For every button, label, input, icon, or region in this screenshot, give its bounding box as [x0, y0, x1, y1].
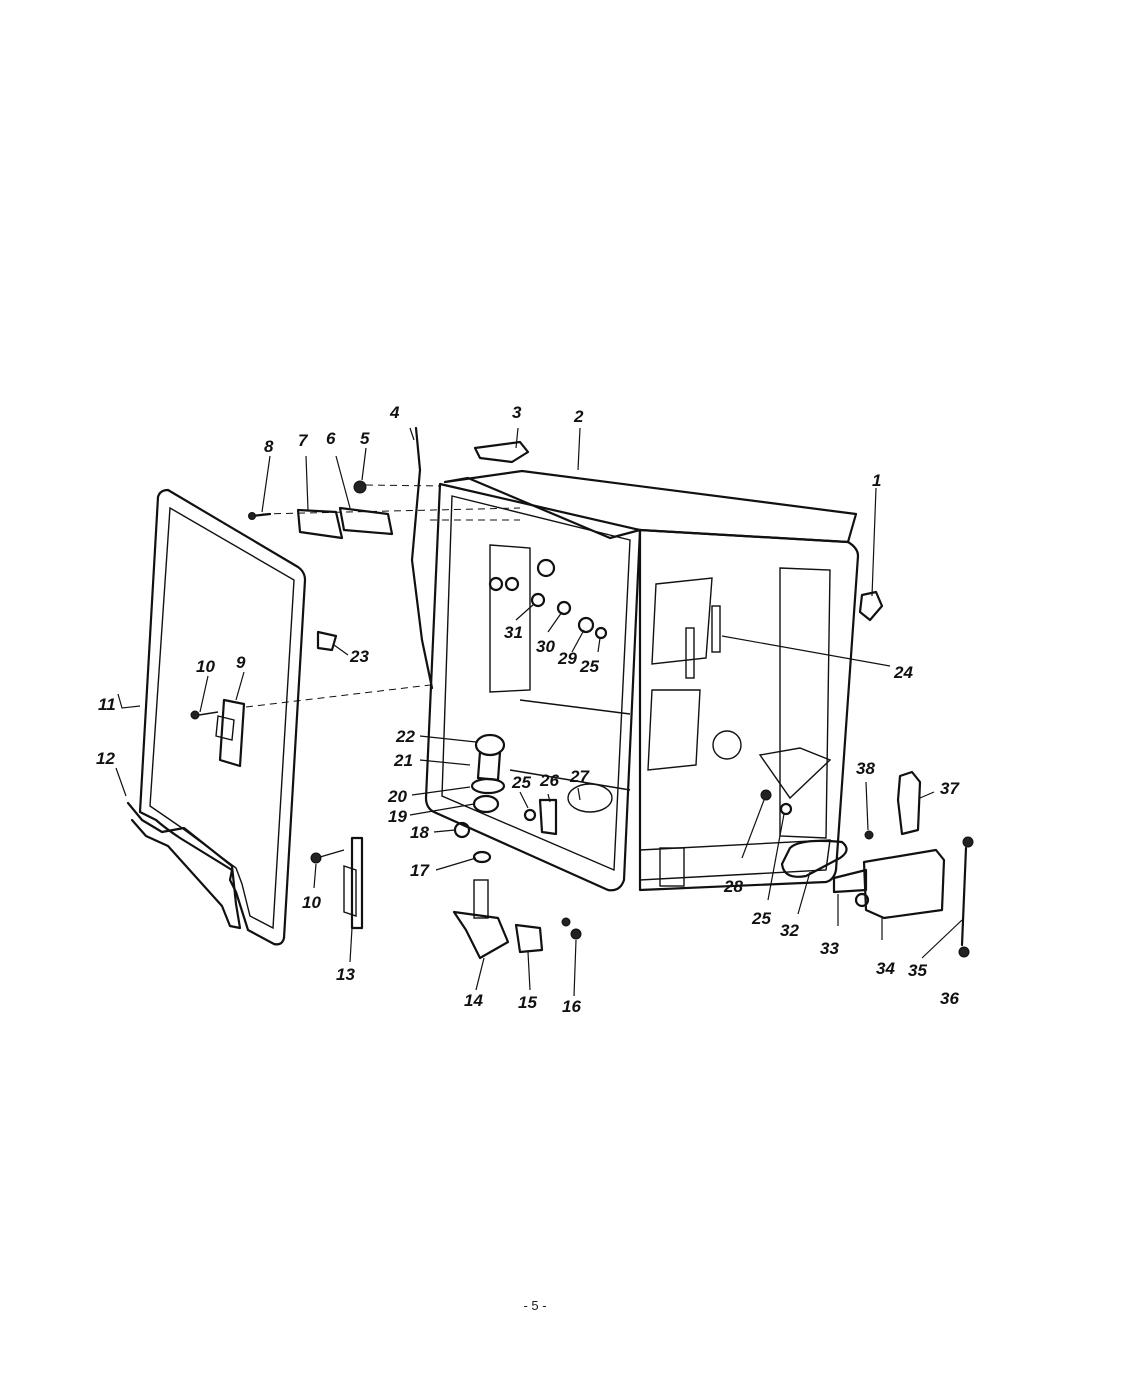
part-10-screw-lower	[310, 852, 322, 864]
part-23-clip	[316, 630, 338, 652]
callout-11: 11	[98, 695, 116, 714]
callout-26: 26	[539, 771, 559, 790]
callout-12: 12	[96, 749, 115, 768]
callout-25-middle: 25	[511, 773, 531, 792]
callout-14: 14	[464, 991, 483, 1010]
callout-38: 38	[856, 759, 875, 778]
part-15-bracket	[514, 923, 544, 954]
pump-assembly	[470, 733, 506, 814]
callout-27: 27	[569, 767, 590, 786]
part-16-screw	[570, 928, 582, 940]
callout-labels: 1 2 3 4 5 6 7 8 9 10 10 11 12 13 14 15 1…	[96, 403, 960, 1016]
leader-lines	[115, 427, 963, 997]
callout-2: 2	[573, 407, 584, 426]
part-5-nut	[353, 480, 367, 494]
callout-23: 23	[349, 647, 369, 666]
switch-assembly	[832, 848, 946, 920]
callout-1: 1	[872, 471, 881, 490]
callout-20: 20	[387, 787, 407, 806]
callout-19: 19	[388, 807, 407, 826]
part-6-bracket	[338, 506, 394, 536]
callout-21: 21	[393, 751, 413, 770]
callout-8: 8	[264, 437, 274, 456]
callout-6: 6	[326, 429, 336, 448]
callout-31: 31	[504, 623, 523, 642]
part-17-spring	[472, 850, 492, 864]
callout-33: 33	[820, 939, 839, 958]
part-10-screw	[190, 710, 200, 720]
callout-10-lower: 10	[302, 893, 321, 912]
callout-35: 35	[908, 961, 927, 980]
part-29	[577, 616, 595, 634]
callout-18: 18	[410, 823, 429, 842]
callout-34: 34	[876, 959, 895, 978]
part-31	[530, 592, 546, 608]
part-28-screw	[760, 789, 772, 801]
callout-22: 22	[395, 727, 415, 746]
part-30	[556, 600, 572, 616]
callout-28: 28	[723, 877, 743, 896]
alignment-lines	[245, 484, 521, 708]
part-26-bracket	[538, 798, 558, 836]
hinge-bracket	[343, 836, 364, 930]
callout-24: 24	[893, 663, 913, 682]
callout-30: 30	[536, 637, 555, 656]
part-14-arm	[452, 910, 510, 960]
callout-36: 36	[940, 989, 959, 1008]
callout-25-lower: 25	[751, 909, 771, 928]
callout-3: 3	[512, 403, 522, 422]
part-1-clip	[858, 590, 884, 622]
callout-5: 5	[360, 429, 370, 448]
part-32-gasket	[780, 839, 848, 878]
page-number: - 5 -	[523, 1298, 547, 1313]
callout-37: 37	[940, 779, 960, 798]
part-38-screw	[864, 830, 874, 840]
callout-9: 9	[236, 653, 246, 672]
callout-4: 4	[389, 403, 400, 422]
callout-7: 7	[298, 431, 309, 450]
tub-cabinet	[424, 469, 860, 892]
door-seal-strip	[126, 801, 242, 930]
part-7-bracket	[296, 508, 344, 540]
latch-bracket	[215, 698, 246, 768]
callout-25-upper: 25	[579, 657, 599, 676]
part-24-bracket	[685, 627, 695, 679]
callout-13: 13	[336, 965, 355, 984]
part-36-nut	[958, 946, 970, 958]
callout-32: 32	[780, 921, 799, 940]
part-25-washer	[523, 808, 537, 822]
part-3-bracket	[473, 440, 530, 464]
callout-29: 29	[557, 649, 577, 668]
part-4-hose	[410, 426, 434, 690]
part-35-rod	[960, 846, 968, 947]
part-37-lever	[896, 770, 922, 836]
callout-10: 10	[196, 657, 215, 676]
callout-15: 15	[518, 993, 537, 1012]
callout-17: 17	[410, 861, 430, 880]
callout-16: 16	[562, 997, 581, 1016]
